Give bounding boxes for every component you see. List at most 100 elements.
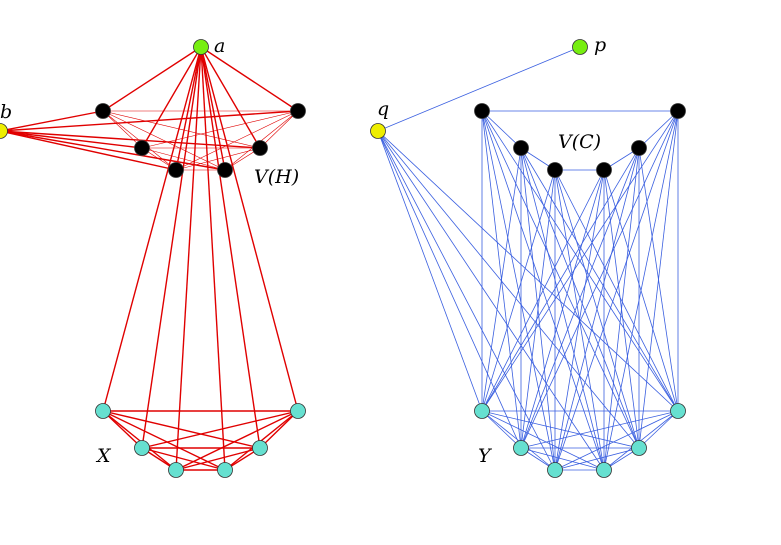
vertex-x-6	[217, 462, 233, 478]
vertex-a	[193, 39, 209, 55]
vertex-x-2	[290, 403, 306, 419]
edge-y-y	[520, 410, 679, 449]
edge-x-x	[102, 410, 177, 471]
edge-q-y	[377, 130, 522, 449]
edge-vc-y	[554, 169, 679, 412]
vertex-y-6	[596, 462, 612, 478]
edge-vc-y	[603, 169, 679, 412]
vertex-vc-3	[513, 140, 529, 156]
edge-vc-y	[520, 147, 640, 449]
vertex-q	[370, 123, 386, 139]
vertex-vh-1	[95, 103, 111, 119]
edge-vc-y	[481, 110, 679, 412]
edge-q-y	[377, 130, 605, 471]
edge-y-y	[554, 447, 640, 471]
edge-vc-y	[554, 169, 605, 471]
edge-p-q	[377, 46, 581, 132]
edge-q-y	[377, 130, 679, 412]
edge-vc-y	[638, 147, 679, 412]
vertex-vc-1	[474, 103, 490, 119]
label-y: Y	[478, 445, 493, 467]
vertex-vh-5	[168, 162, 184, 178]
vertex-x-1	[95, 403, 111, 419]
edge-a-x	[141, 46, 202, 449]
edge-vh-vh	[175, 147, 261, 171]
edge-vc-y	[481, 169, 605, 412]
vertex-vc-5	[547, 162, 563, 178]
edge-y-y	[481, 410, 522, 449]
edge-vc-y	[481, 147, 640, 412]
vertex-y-3	[513, 440, 529, 456]
edge-a-x	[200, 46, 261, 449]
edge-a-vh	[175, 46, 202, 171]
edge-vh-vh	[102, 110, 143, 149]
vertex-vh-3	[134, 140, 150, 156]
edge-y-y	[638, 410, 679, 449]
edge-b-vh	[0, 110, 104, 132]
edge-vh-vh	[102, 110, 226, 171]
edge-vh-vh	[141, 110, 299, 149]
edge-a-vh	[102, 46, 202, 112]
vertex-y-2	[670, 403, 686, 419]
left-graph-edges	[0, 46, 299, 471]
edge-q-y	[377, 130, 483, 412]
edge-x-x	[259, 410, 299, 449]
edge-vh-vh	[175, 110, 299, 171]
edge-x-x	[102, 410, 143, 449]
edge-a-vh	[141, 46, 202, 149]
label-q: q	[377, 98, 389, 120]
edge-x-x	[102, 410, 226, 471]
vertex-p	[572, 39, 588, 55]
edge-b-vh	[0, 130, 261, 149]
edge-y-y	[481, 410, 640, 449]
edge-vc-y	[520, 169, 605, 449]
label-p: p	[594, 34, 606, 56]
vertex-vh-2	[290, 103, 306, 119]
edge-vh-vh	[102, 110, 177, 171]
edge-a-vh	[200, 46, 226, 171]
vertex-vh-6	[217, 162, 233, 178]
label-a: a	[214, 35, 225, 57]
edge-vc-y	[520, 169, 556, 449]
edge-vc-y	[481, 169, 556, 412]
label-x: X	[95, 445, 112, 467]
edge-y-y	[520, 447, 605, 471]
vertex-vc-2	[670, 103, 686, 119]
edge-a-x	[102, 46, 202, 412]
edge-a-vh	[200, 46, 261, 149]
vertex-x-4	[252, 440, 268, 456]
edge-vc-y	[603, 169, 640, 449]
vertex-vc-4	[631, 140, 647, 156]
edge-q-y	[377, 130, 640, 449]
edge-a-vh	[200, 46, 299, 112]
vertex-y-5	[547, 462, 563, 478]
vertex-vc-6	[596, 162, 612, 178]
edge-vh-vh	[141, 147, 226, 171]
edge-b-vh	[0, 130, 143, 149]
vertex-x-3	[134, 440, 150, 456]
vertex-x-5	[168, 462, 184, 478]
vertex-y-1	[474, 403, 490, 419]
edge-y-y	[554, 410, 679, 471]
vertex-y-4	[631, 440, 647, 456]
label-v-c: V(C)	[558, 131, 601, 153]
label-v-h: V(H)	[254, 166, 299, 188]
edge-b-vh	[0, 110, 299, 132]
edge-c-cycle	[638, 110, 679, 149]
edge-b-vh	[0, 130, 177, 171]
edge-x-x	[141, 410, 299, 449]
graph-vertices	[0, 39, 686, 478]
edge-y-y	[481, 410, 556, 471]
edge-vc-y	[554, 169, 640, 449]
edge-c-cycle	[481, 110, 522, 149]
edge-x-x	[141, 447, 226, 471]
label-b: b	[0, 101, 12, 123]
right-graph-edges	[377, 46, 679, 471]
vertex-vh-4	[252, 140, 268, 156]
edge-y-y	[481, 410, 605, 471]
edge-vc-y	[481, 147, 522, 412]
edge-a-x	[200, 46, 299, 412]
edge-x-x	[175, 410, 299, 471]
vertex-b	[0, 123, 8, 139]
